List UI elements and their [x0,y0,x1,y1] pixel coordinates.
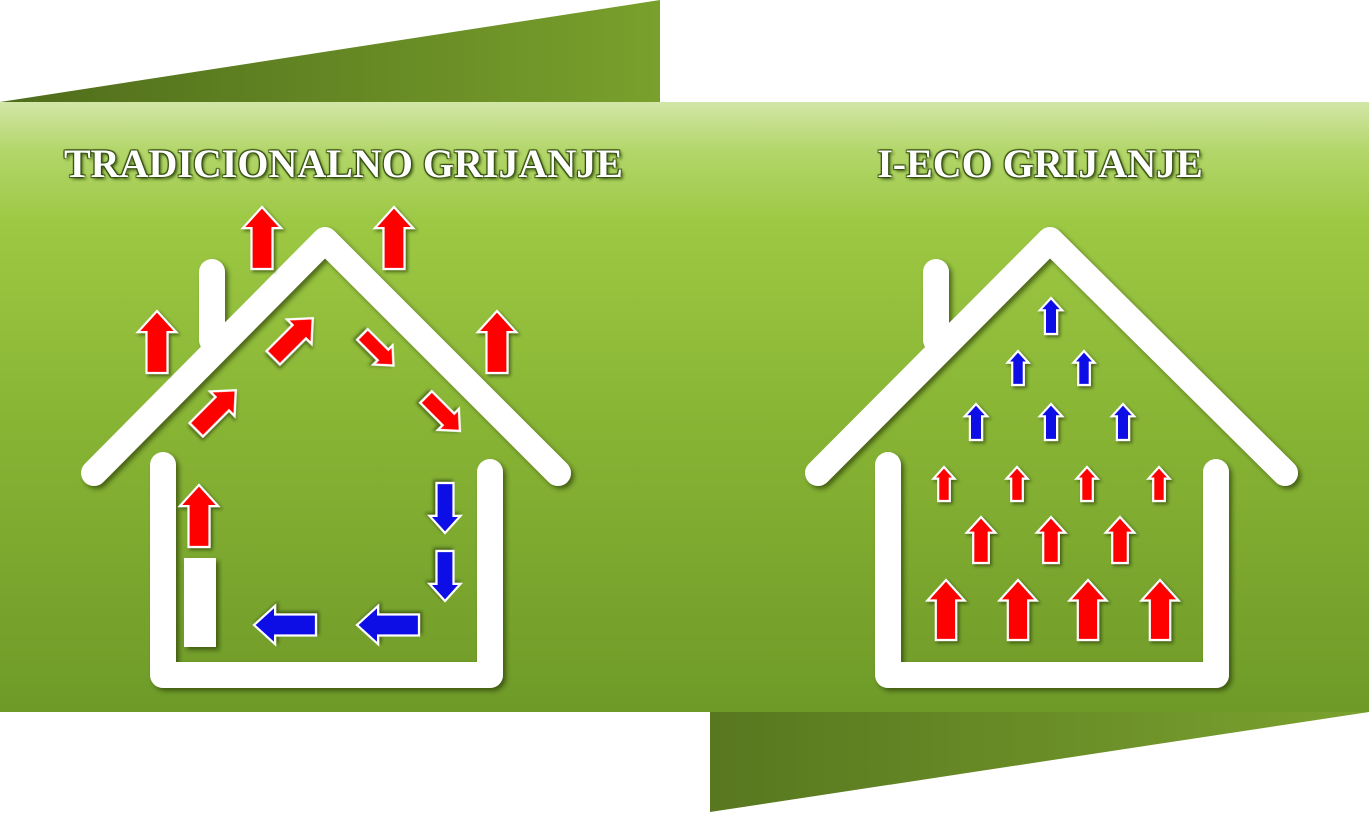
blue-arrow-icon [252,603,318,647]
house-ieco [805,227,1298,688]
blue-arrow-icon [355,603,421,647]
banner-flap-top [0,0,660,102]
red-arrow-icon [372,205,416,271]
red-arrow-icon [1066,578,1110,642]
house-walls [875,452,1229,688]
blue-arrow-icon [1037,402,1065,442]
red-arrow-icon [1074,465,1100,503]
red-arrow-icon [418,389,462,433]
red-arrow-icon [135,309,179,375]
blue-arrow-icon [1109,402,1137,442]
blue-arrow-icon [962,402,990,442]
radiator [184,558,216,647]
red-arrow-icon [1138,578,1182,642]
blue-arrow-icon [427,481,463,535]
red-arrow-icon [1004,465,1030,503]
red-arrow-icon [996,578,1040,642]
red-arrow-icon [1146,465,1172,503]
red-arrow-icon [931,465,957,503]
red-arrow-icon [355,327,395,367]
red-arrow-icon [187,389,237,439]
house-walls [150,452,503,688]
house-roof [81,227,571,486]
banner-flap-bottom [710,712,1369,812]
red-arrow-icon [964,515,998,565]
blue-arrow-icon [427,549,463,603]
red-arrow-icon [1103,515,1137,565]
title-ieco-heating: I-ECO GRIJANJE [877,141,1203,186]
red-arrow-icon [177,483,221,549]
house-roof [805,227,1298,486]
red-arrow-icon [924,578,968,642]
red-arrow-icon [475,309,519,375]
red-arrow-icon [1034,515,1068,565]
red-arrow-icon [240,205,284,271]
red-arrow-icon [264,317,314,367]
house-traditional [81,227,571,688]
blue-arrow-icon [1037,296,1065,336]
blue-arrow-icon [1071,349,1097,387]
blue-arrow-icon [1005,349,1031,387]
title-traditional-heating: TRADICIONALNO GRIJANJE [64,141,623,186]
arrows-layer [135,205,1182,647]
